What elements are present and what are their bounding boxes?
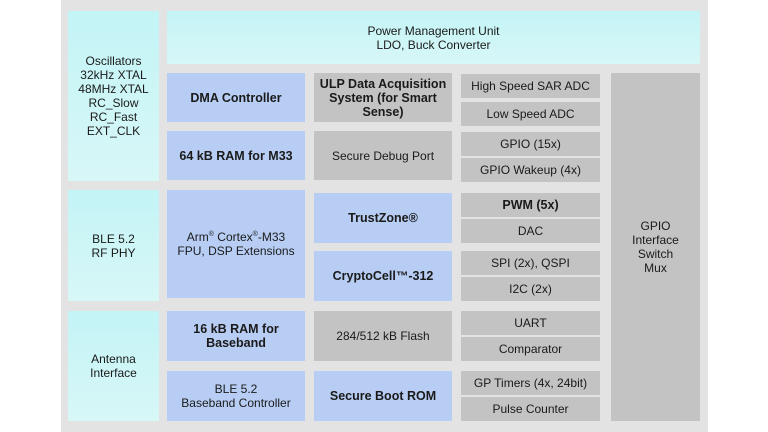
trustzone-block: TrustZone® xyxy=(314,193,452,243)
dac-block: DAC xyxy=(461,219,600,243)
oscillators-block: Oscillators 32kHz XTAL 48MHz XTAL RC_Slo… xyxy=(68,11,159,181)
ulp-data-acquisition-block: ULP Data Acquisition System (for Smart S… xyxy=(314,73,452,122)
secure-debug-port-block: Secure Debug Port xyxy=(314,131,452,180)
ram-m33-block: 64 kB RAM for M33 xyxy=(167,131,305,180)
i2c-block: I2C (2x) xyxy=(461,277,600,301)
registered-mark: ® xyxy=(208,231,214,238)
ram-baseband-block: 16 kB RAM for Baseband xyxy=(167,311,305,361)
ble-rf-phy-block: BLE 5.2 RF PHY xyxy=(68,190,159,301)
high-speed-sar-adc-block: High Speed SAR ADC xyxy=(461,74,600,98)
gp-timers-block: GP Timers (4x, 24bit) xyxy=(461,371,600,395)
comparator-block: Comparator xyxy=(461,337,600,361)
gpio-block: GPIO (15x) xyxy=(461,132,600,156)
secure-boot-rom-block: Secure Boot ROM xyxy=(314,371,452,421)
baseband-controller-block: BLE 5.2 Baseband Controller xyxy=(167,371,305,421)
gpio-interface-switch-mux-block: GPIO Interface Switch Mux xyxy=(611,73,700,421)
spi-qspi-block: SPI (2x), QSPI xyxy=(461,251,600,275)
power-management-unit-block: Power Management Unit LDO, Buck Converte… xyxy=(167,11,700,64)
dma-controller-block: DMA Controller xyxy=(167,73,305,122)
low-speed-adc-block: Low Speed ADC xyxy=(461,102,600,126)
cpu-line2: FPU, DSP Extensions xyxy=(177,244,295,258)
cpu-line1-c: -M33 xyxy=(257,230,286,244)
antenna-interface-block: Antenna Interface xyxy=(68,311,159,421)
pwm-block: PWM (5x) xyxy=(461,193,600,217)
uart-block: UART xyxy=(461,311,600,335)
cpu-line1-b: Cortex xyxy=(213,230,253,244)
registered-mark-2: ® xyxy=(252,231,258,238)
gpio-wakeup-block: GPIO Wakeup (4x) xyxy=(461,158,600,182)
cpu-core-block: Arm® Cortex®-M33 FPU, DSP Extensions xyxy=(167,190,305,298)
flash-block: 284/512 kB Flash xyxy=(314,311,452,361)
cpu-line1-a: Arm xyxy=(186,230,209,244)
pulse-counter-block: Pulse Counter xyxy=(461,397,600,421)
cryptocell-block: CryptoCell™-312 xyxy=(314,251,452,301)
